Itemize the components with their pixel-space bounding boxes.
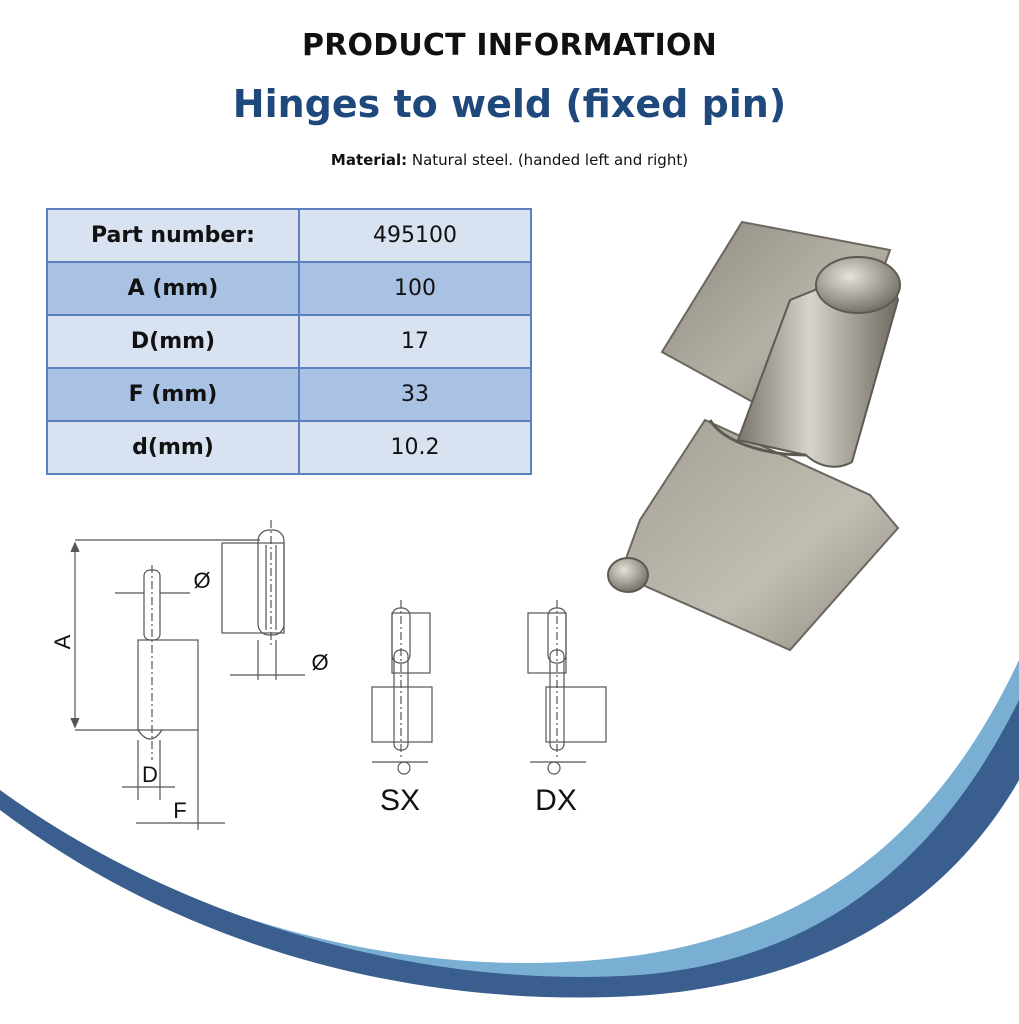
spec-label: A (mm) xyxy=(46,261,300,316)
variant-label-sx: SX xyxy=(380,784,420,817)
spec-value: 33 xyxy=(298,367,532,422)
drawing-labels: A D F Ø Ø SX DX xyxy=(50,568,577,823)
dim-label-diameter-pin: Ø xyxy=(193,568,210,593)
table-row: d(mm) 10.2 xyxy=(46,420,532,475)
wave-decoration xyxy=(0,660,1019,1024)
spec-label: F (mm) xyxy=(46,367,300,422)
dim-label-d: D xyxy=(142,762,158,787)
hinge-photo xyxy=(607,220,901,652)
spec-label: Part number: xyxy=(46,208,300,263)
table-row: Part number: 495100 xyxy=(46,208,532,263)
variant-label-dx: DX xyxy=(535,784,577,817)
page-title: Hinges to weld (fixed pin) xyxy=(232,82,787,126)
spec-value: 495100 xyxy=(298,208,532,263)
material-value: Natural steel. (handed left and right) xyxy=(407,151,689,169)
material-label: Material: xyxy=(330,151,408,169)
spec-value: 17 xyxy=(298,314,532,369)
dimension-drawing xyxy=(70,520,607,830)
material-line: Material: Natural steel. (handed left an… xyxy=(0,151,1019,169)
specs-table: Part number: 495100 A (mm) 100 D(mm) 17 … xyxy=(46,208,532,475)
product-information-heading: PRODUCT INFORMATION xyxy=(302,28,717,63)
dim-label-f: F xyxy=(173,798,186,823)
spec-label: D(mm) xyxy=(46,314,300,369)
spec-value: 100 xyxy=(298,261,532,316)
spec-label: d(mm) xyxy=(46,420,300,475)
table-row: F (mm) 33 xyxy=(46,367,532,422)
table-row: D(mm) 17 xyxy=(46,314,532,369)
dim-label-a: A xyxy=(50,634,75,649)
dim-label-diameter-side: Ø xyxy=(311,650,328,675)
table-row: A (mm) 100 xyxy=(46,261,532,316)
spec-value: 10.2 xyxy=(298,420,532,475)
